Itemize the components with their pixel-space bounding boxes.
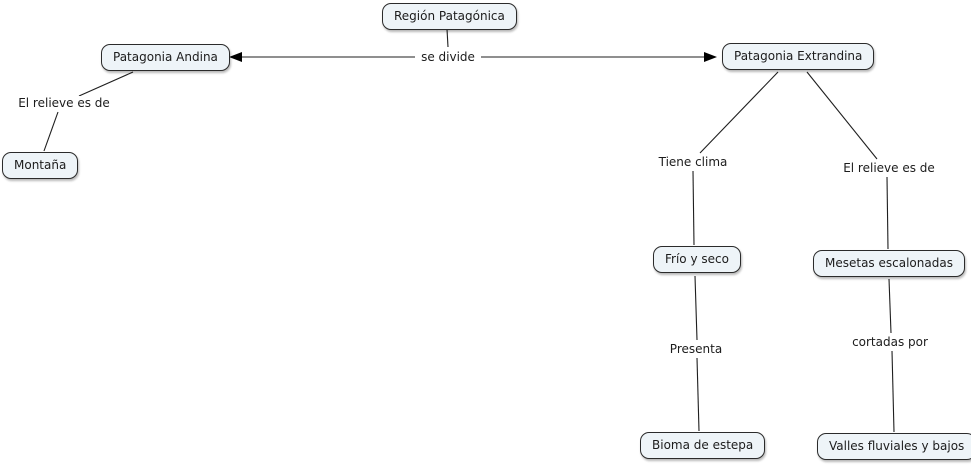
concept-node-patagonia-andina[interactable]: Patagonia Andina xyxy=(101,44,230,71)
link-label-presenta[interactable]: Presenta xyxy=(667,342,725,356)
concept-node-montana[interactable]: Montaña xyxy=(2,152,79,179)
connector-line xyxy=(78,71,134,97)
connector-line xyxy=(891,350,895,433)
connector-line xyxy=(696,357,700,432)
connector-line xyxy=(699,71,779,154)
connector-line xyxy=(888,278,892,334)
link-label-relieve-andina[interactable]: El relieve es de xyxy=(16,96,112,110)
connector-line xyxy=(43,111,59,152)
connector-line xyxy=(446,28,449,48)
connector-line xyxy=(692,170,695,246)
link-label-relieve-extrandina[interactable]: El relieve es de xyxy=(841,161,937,175)
connector-line xyxy=(886,176,889,250)
arrow-right-icon xyxy=(704,52,717,62)
link-label-tiene-clima[interactable]: Tiene clima xyxy=(656,155,730,169)
concept-node-frio-y-seco[interactable]: Frío y seco xyxy=(653,246,741,273)
concept-node-bioma-de-estepa[interactable]: Bioma de estepa xyxy=(640,432,766,459)
connector-line xyxy=(806,71,878,160)
concept-node-region-patagonica[interactable]: Región Patagónica xyxy=(382,3,517,30)
arrow-left-icon xyxy=(229,52,242,62)
connector-line xyxy=(694,275,698,341)
link-label-se-divide[interactable]: se divide xyxy=(419,50,477,64)
link-label-cortadas-por[interactable]: cortadas por xyxy=(850,335,930,349)
concept-node-patagonia-extrandina[interactable]: Patagonia Extrandina xyxy=(722,43,875,70)
concept-node-mesetas-escalonadas[interactable]: Mesetas escalonadas xyxy=(813,250,965,277)
concept-node-valles-fluviales[interactable]: Valles fluviales y bajos xyxy=(817,433,971,460)
